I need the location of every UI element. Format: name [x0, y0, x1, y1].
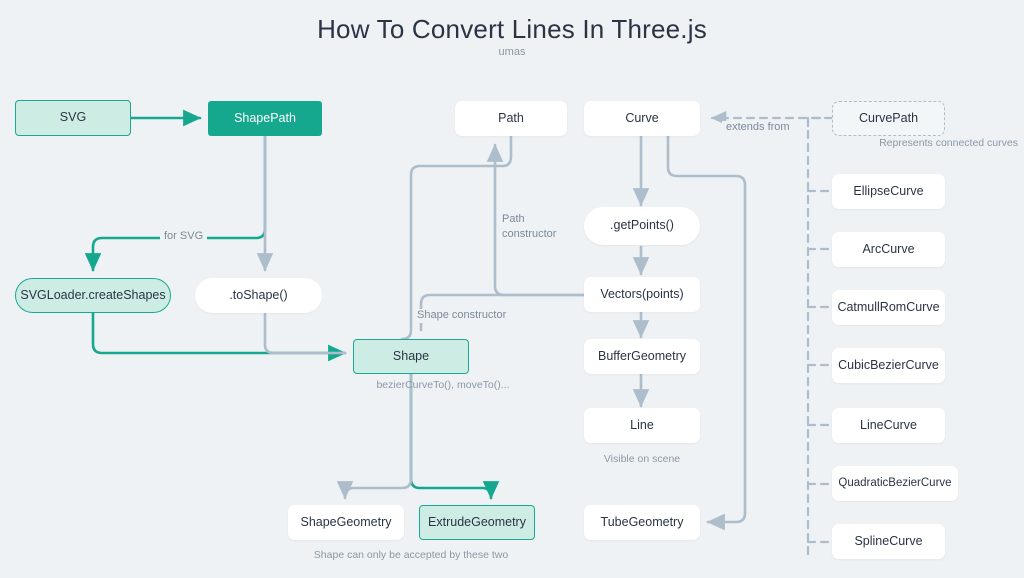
- caption-represents-connected-curves: Represents connected curves: [879, 137, 1018, 149]
- caption-visible-on-scene: Visible on scene: [603, 453, 681, 465]
- node-vectors-label: Vectors(points): [600, 286, 684, 301]
- node-shapegeometry-label: ShapeGeometry: [300, 514, 392, 529]
- node-quadraticbeziercurve-label: QuadraticBezierCurve: [838, 477, 952, 490]
- node-path[interactable]: Path: [455, 101, 567, 136]
- node-ellipsecurve-label: EllipseCurve: [853, 183, 924, 198]
- node-svg[interactable]: SVG: [15, 100, 131, 136]
- node-shapegeometry[interactable]: ShapeGeometry: [288, 505, 404, 540]
- node-buffergeometry[interactable]: BufferGeometry: [584, 339, 700, 374]
- edge-label-shape-constructor: Shape constructor: [413, 309, 511, 323]
- edge-label-path-constructor-line2: constructor: [502, 227, 557, 240]
- node-line-label: Line: [630, 417, 654, 432]
- node-tubegeometry-label: TubeGeometry: [600, 514, 684, 529]
- page-title: How To Convert Lines In Three.js: [317, 14, 707, 44]
- caption-shape-accepted: Shape can only be accepted by these two: [313, 549, 509, 561]
- node-curvepath[interactable]: CurvePath: [832, 101, 945, 136]
- node-splinecurve[interactable]: SplineCurve: [832, 524, 945, 559]
- node-svgloader-createshapes[interactable]: SVGLoader.createShapes: [15, 278, 171, 313]
- node-line[interactable]: Line: [584, 408, 700, 443]
- node-curvepath-label: CurvePath: [858, 110, 919, 125]
- node-quadraticbeziercurve[interactable]: QuadraticBezierCurve: [832, 466, 958, 501]
- node-svgloader-label: SVGLoader.createShapes: [20, 287, 166, 302]
- node-curve-label: Curve: [625, 110, 659, 125]
- node-catmullromcurve[interactable]: CatmullRomCurve: [832, 290, 945, 325]
- node-path-label: Path: [498, 110, 524, 125]
- node-linecurve-label: LineCurve: [860, 417, 917, 432]
- edge-label-extends-from: extends from: [722, 121, 794, 135]
- page-subtitle: umas: [498, 46, 526, 58]
- node-getpoints-label: .getPoints(): [610, 218, 674, 233]
- node-splinecurve-label: SplineCurve: [854, 533, 923, 548]
- node-linecurve[interactable]: LineCurve: [832, 408, 945, 443]
- edge-label-path-constructor-line1: Path: [502, 213, 525, 225]
- node-shape-label: Shape: [392, 348, 430, 363]
- node-shapepath-label: ShapePath: [234, 110, 296, 125]
- caption-shape-methods: bezierCurveTo(), moveTo()...: [376, 379, 510, 391]
- node-tubegeometry[interactable]: TubeGeometry: [584, 505, 700, 540]
- node-extrudegeometry-label: ExtrudeGeometry: [428, 514, 526, 529]
- node-cubicbeziercurve-label: CubicBezierCurve: [838, 357, 939, 372]
- node-catmullromcurve-label: CatmullRomCurve: [837, 299, 940, 314]
- node-arccurve[interactable]: ArcCurve: [832, 232, 945, 267]
- node-cubicbeziercurve[interactable]: CubicBezierCurve: [832, 348, 945, 383]
- node-vectors-points[interactable]: Vectors(points): [584, 277, 700, 312]
- node-buffergeometry-label: BufferGeometry: [597, 348, 686, 363]
- node-svg-label: SVG: [59, 110, 87, 125]
- node-getpoints[interactable]: .getPoints(): [584, 207, 700, 245]
- node-curve[interactable]: Curve: [584, 101, 700, 136]
- node-arccurve-label: ArcCurve: [862, 241, 915, 256]
- edge-label-for-svg: for SVG: [160, 230, 208, 244]
- node-extrudegeometry[interactable]: ExtrudeGeometry: [419, 505, 535, 540]
- edge-label-path-constructor: Path constructor: [498, 212, 561, 242]
- node-shape[interactable]: Shape: [353, 339, 469, 374]
- node-toshape[interactable]: .toShape(): [195, 278, 322, 313]
- node-toshape-label: .toShape(): [229, 287, 288, 302]
- node-shapepath[interactable]: ShapePath: [208, 101, 322, 136]
- node-ellipsecurve[interactable]: EllipseCurve: [832, 174, 945, 209]
